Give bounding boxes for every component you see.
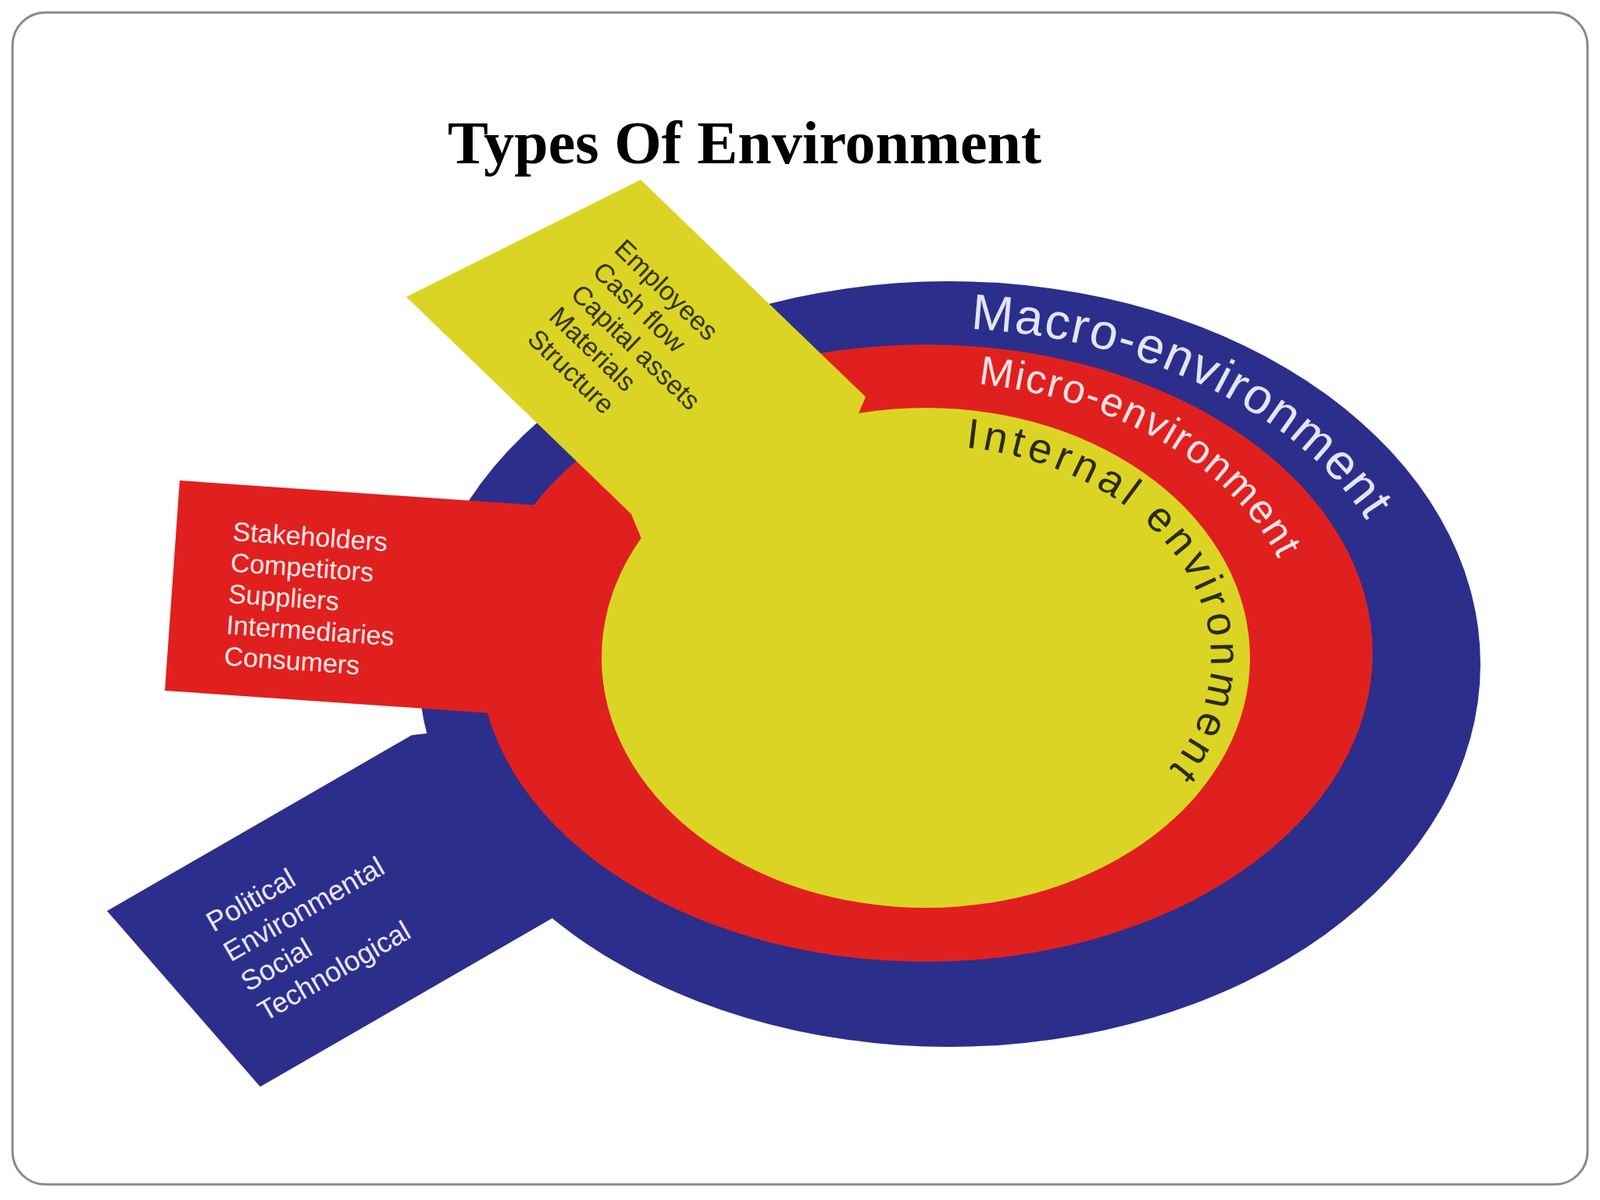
tab-shape <box>406 179 866 594</box>
ring-shape <box>417 281 1481 1047</box>
tab-shape <box>164 480 586 719</box>
factor-list: StakeholdersCompetitorsSuppliersIntermed… <box>223 515 403 684</box>
slide-title: Types Of Environment <box>447 109 1042 177</box>
slide-border <box>12 12 1588 1185</box>
band-label: Internal environment <box>964 409 1250 797</box>
